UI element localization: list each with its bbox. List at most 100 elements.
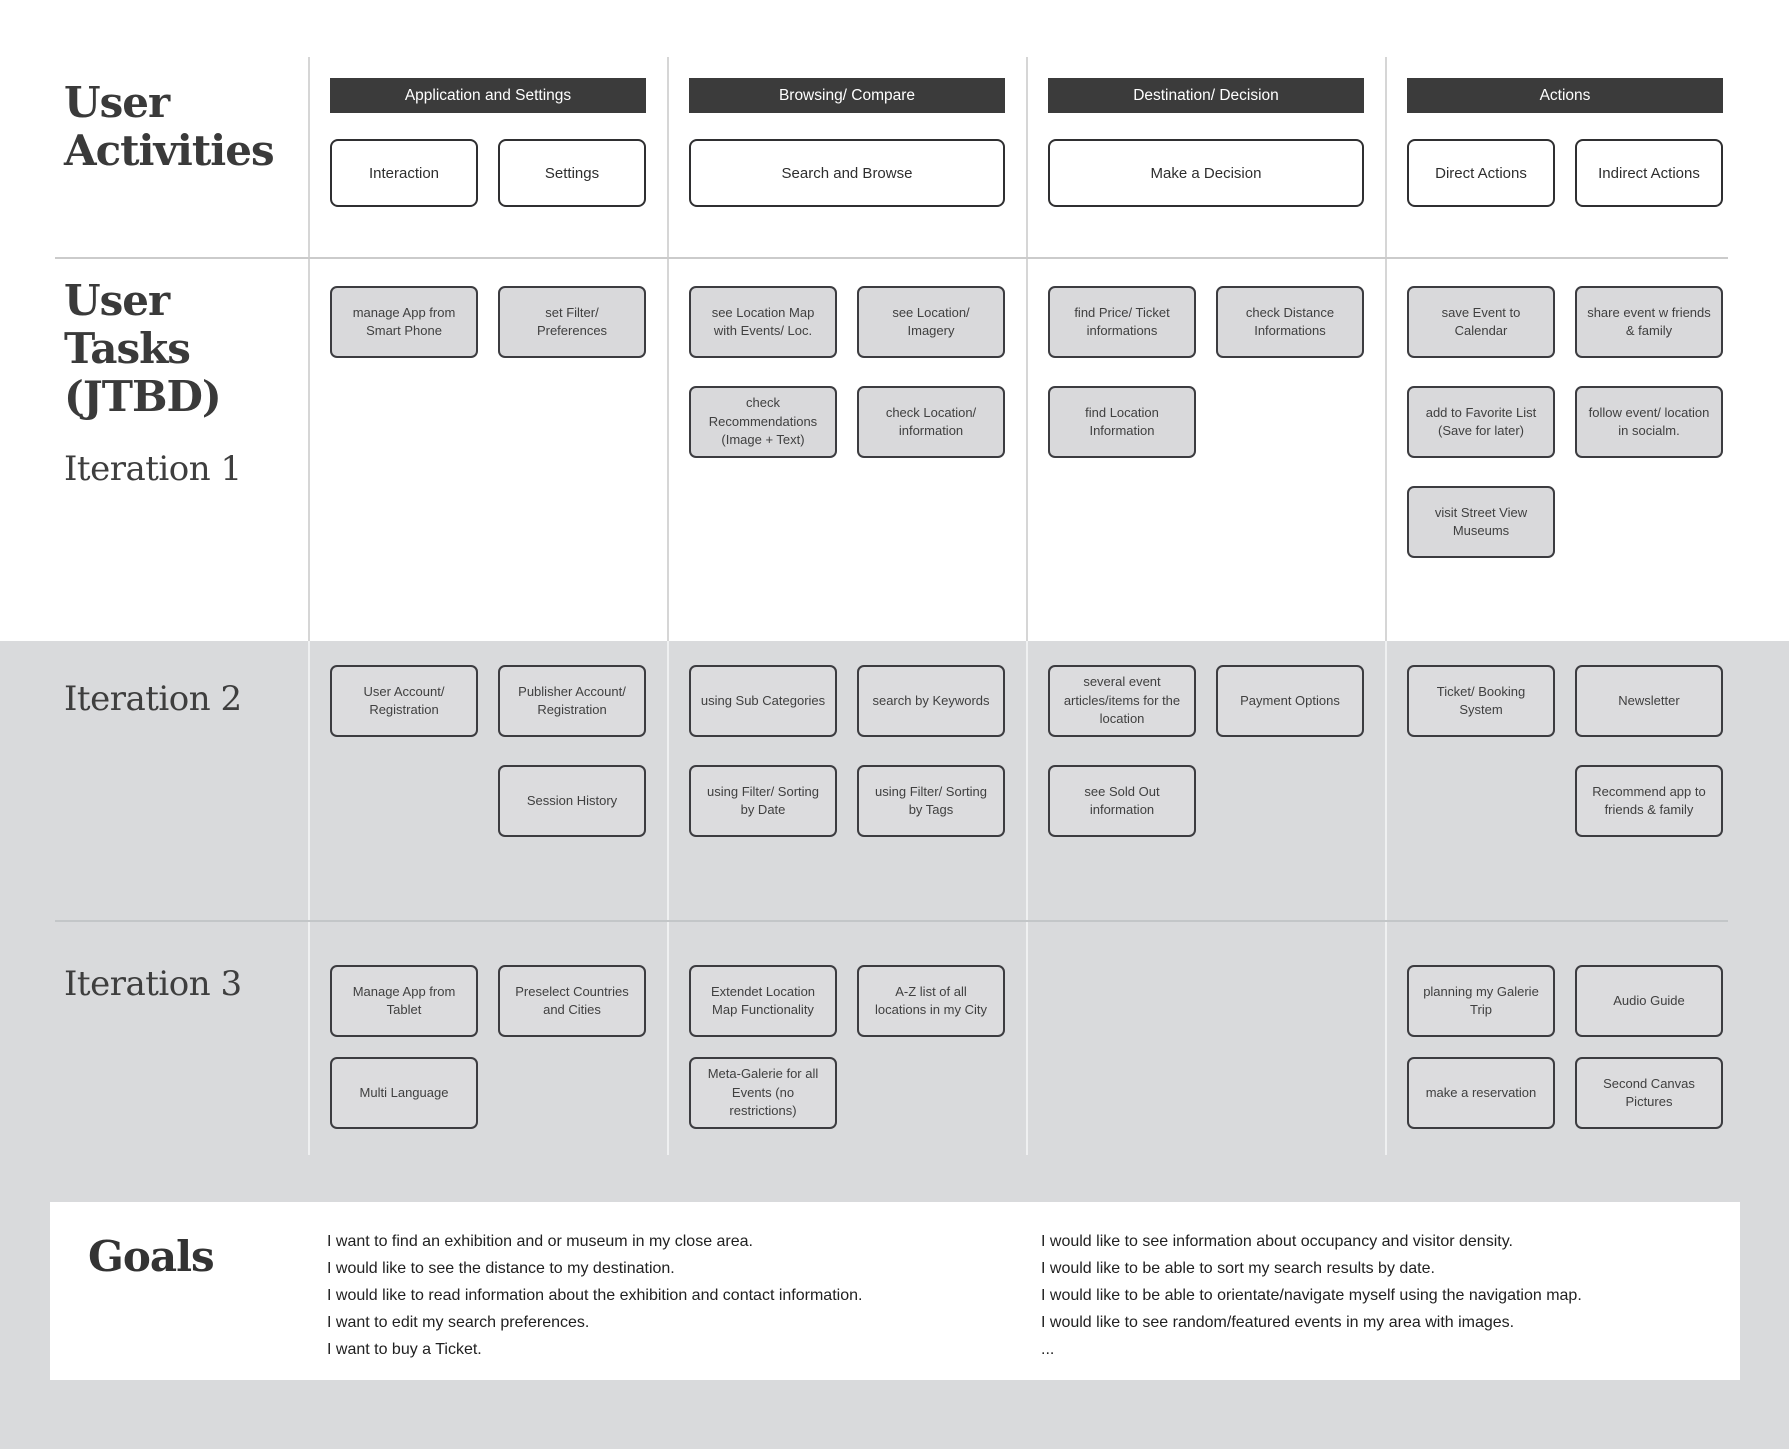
task-card-preselect-countries[interactable]: Preselect Countries and Cities: [498, 965, 646, 1037]
column-header-application-settings: Application and Settings: [330, 78, 646, 113]
column-actions: Actions Direct Actions Indirect Actions: [1385, 57, 1789, 257]
row-label-user-activities: User Activities: [0, 57, 308, 257]
iteration-1-destination: find Price/ Ticket informations check Di…: [1026, 259, 1385, 641]
row-label-iteration-3: Iteration 3: [0, 922, 308, 1155]
user-tasks-heading: User Tasks (JTBD): [64, 276, 222, 421]
iteration-2-actions: Ticket/ Booking System Newsletter Recomm…: [1385, 641, 1789, 920]
task-card-newsletter[interactable]: Newsletter: [1575, 665, 1723, 737]
goal-item: I want to find an exhibition and or muse…: [327, 1233, 753, 1250]
goal-item: I want to edit my search preferences.: [327, 1314, 590, 1331]
task-card-manage-app-from-smart-phone[interactable]: manage App from Smart Phone: [330, 286, 478, 358]
iteration-2-application-settings: User Account/ Registration Publisher Acc…: [308, 641, 667, 920]
iteration-1-row: User Tasks (JTBD) Iteration 1 manage App…: [0, 259, 1789, 641]
goals-list-left: I want to find an exhibition and or muse…: [327, 1228, 1041, 1363]
task-card-check-location-information[interactable]: check Location/ information: [857, 386, 1005, 458]
activity-card-indirect-actions[interactable]: Indirect Actions: [1575, 139, 1723, 207]
column-browsing-compare: Browsing/ Compare Search and Browse: [667, 57, 1026, 257]
task-card-set-filter-preferences[interactable]: set Filter/ Preferences: [498, 286, 646, 358]
task-card-check-distance[interactable]: check Distance Informations: [1216, 286, 1364, 358]
task-card-recommend-app[interactable]: Recommend app to friends & family: [1575, 765, 1723, 837]
column-destination-decision: Destination/ Decision Make a Decision: [1026, 57, 1385, 257]
iteration-2-destination: several event articles/items for the loc…: [1026, 641, 1385, 920]
card-grid: planning my Galerie Trip Audio Guide mak…: [1407, 965, 1789, 1129]
task-card-planning-galerie-trip[interactable]: planning my Galerie Trip: [1407, 965, 1555, 1037]
task-card-az-list-locations[interactable]: A-Z list of all locations in my City: [857, 965, 1005, 1037]
header-divider-line: [55, 257, 1728, 259]
goals-heading: Goals: [88, 1232, 215, 1281]
goals-label-cell: Goals: [88, 1228, 327, 1363]
card-grid: several event articles/items for the loc…: [1048, 665, 1385, 837]
task-card-session-history[interactable]: Session History: [498, 765, 646, 837]
card-grid: save Event to Calendar share event w fri…: [1407, 286, 1789, 558]
task-card-see-location-imagery[interactable]: see Location/ Imagery: [857, 286, 1005, 358]
activity-card-direct-actions[interactable]: Direct Actions: [1407, 139, 1555, 207]
card-grid: using Sub Categories search by Keywords …: [689, 665, 1026, 837]
goal-item: I would like to see random/featured even…: [1041, 1314, 1515, 1331]
goal-item: I would like to be able to orientate/nav…: [1041, 1287, 1582, 1304]
iteration-1-application-settings: manage App from Smart Phone set Filter/ …: [308, 259, 667, 641]
goals-list-right: I would like to see information about oc…: [1041, 1228, 1710, 1363]
task-card-extended-location-map[interactable]: Extendet Location Map Functionality: [689, 965, 837, 1037]
iteration-1-actions: save Event to Calendar share event w fri…: [1385, 259, 1789, 641]
activity-card-make-a-decision[interactable]: Make a Decision: [1048, 139, 1364, 207]
column-header-browsing-compare: Browsing/ Compare: [689, 78, 1005, 113]
activity-boxes-browsing-compare: Search and Browse: [689, 139, 1005, 207]
task-card-sorting-by-tags[interactable]: using Filter/ Sorting by Tags: [857, 765, 1005, 837]
iteration-divider-line: [55, 920, 1728, 922]
user-activities-row: User Activities Application and Settings…: [0, 0, 1789, 257]
card-grid: see Location Map with Events/ Loc. see L…: [689, 286, 1026, 458]
iteration-3-label: Iteration 3: [64, 964, 242, 1004]
column-header-destination-decision: Destination/ Decision: [1048, 78, 1364, 113]
iteration-2-label: Iteration 2: [64, 679, 242, 719]
task-card-second-canvas-pictures[interactable]: Second Canvas Pictures: [1575, 1057, 1723, 1129]
card-grid: find Price/ Ticket informations check Di…: [1048, 286, 1385, 458]
iteration-2-browsing: using Sub Categories search by Keywords …: [667, 641, 1026, 920]
task-card-find-location-information[interactable]: find Location Information: [1048, 386, 1196, 458]
iteration-1-browsing: see Location Map with Events/ Loc. see L…: [667, 259, 1026, 641]
task-card-meta-galerie[interactable]: Meta-Galerie for all Events (no restrict…: [689, 1057, 837, 1129]
task-card-sorting-by-date[interactable]: using Filter/ Sorting by Date: [689, 765, 837, 837]
task-card-see-location-map[interactable]: see Location Map with Events/ Loc.: [689, 286, 837, 358]
task-card-share-event[interactable]: share event w friends & family: [1575, 286, 1723, 358]
iteration-3-destination: [1026, 922, 1385, 1155]
task-card-payment-options[interactable]: Payment Options: [1216, 665, 1364, 737]
task-card-using-sub-categories[interactable]: using Sub Categories: [689, 665, 837, 737]
card-grid: Ticket/ Booking System Newsletter Recomm…: [1407, 665, 1789, 837]
task-card-find-price-ticket[interactable]: find Price/ Ticket informations: [1048, 286, 1196, 358]
task-card-follow-event[interactable]: follow event/ location in socialm.: [1575, 386, 1723, 458]
iteration-3-actions: planning my Galerie Trip Audio Guide mak…: [1385, 922, 1789, 1155]
activity-card-interaction[interactable]: Interaction: [330, 139, 478, 207]
iteration-2-row: Iteration 2 User Account/ Registration P…: [0, 641, 1789, 920]
task-card-visit-street-view[interactable]: visit Street View Museums: [1407, 486, 1555, 558]
task-card-add-to-favorite-list[interactable]: add to Favorite List (Save for later): [1407, 386, 1555, 458]
task-card-save-event-to-calendar[interactable]: save Event to Calendar: [1407, 286, 1555, 358]
task-card-check-recommendations[interactable]: check Recommendations (Image + Text): [689, 386, 837, 458]
iteration-3-section: Iteration 3 Manage App from Tablet Prese…: [0, 920, 1789, 1449]
column-application-settings: Application and Settings Interaction Set…: [308, 57, 667, 257]
task-card-search-by-keywords[interactable]: search by Keywords: [857, 665, 1005, 737]
task-card-ticket-booking-system[interactable]: Ticket/ Booking System: [1407, 665, 1555, 737]
activity-boxes-actions: Direct Actions Indirect Actions: [1407, 139, 1723, 207]
goal-item: I want to buy a Ticket.: [327, 1341, 482, 1358]
card-grid: Manage App from Tablet Preselect Countri…: [330, 965, 667, 1129]
card-grid: manage App from Smart Phone set Filter/ …: [330, 286, 667, 358]
goal-item: I would like to read information about t…: [327, 1287, 863, 1304]
task-card-several-event-articles[interactable]: several event articles/items for the loc…: [1048, 665, 1196, 737]
task-card-make-a-reservation[interactable]: make a reservation: [1407, 1057, 1555, 1129]
iteration-3-row: Iteration 3 Manage App from Tablet Prese…: [0, 922, 1789, 1155]
iteration-3-browsing: Extendet Location Map Functionality A-Z …: [667, 922, 1026, 1155]
activity-card-settings[interactable]: Settings: [498, 139, 646, 207]
task-card-manage-app-from-tablet[interactable]: Manage App from Tablet: [330, 965, 478, 1037]
task-card-audio-guide[interactable]: Audio Guide: [1575, 965, 1723, 1037]
iteration-1-label: Iteration 1: [64, 448, 242, 489]
task-card-multi-language[interactable]: Multi Language: [330, 1057, 478, 1129]
task-card-see-sold-out[interactable]: see Sold Out information: [1048, 765, 1196, 837]
task-card-user-account[interactable]: User Account/ Registration: [330, 665, 478, 737]
activity-card-search-and-browse[interactable]: Search and Browse: [689, 139, 1005, 207]
task-card-publisher-account[interactable]: Publisher Account/ Registration: [498, 665, 646, 737]
card-grid: User Account/ Registration Publisher Acc…: [330, 665, 667, 837]
card-grid: Extendet Location Map Functionality A-Z …: [689, 965, 1026, 1129]
iteration-3-application-settings: Manage App from Tablet Preselect Countri…: [308, 922, 667, 1155]
goal-item: I would like to be able to sort my searc…: [1041, 1260, 1435, 1277]
